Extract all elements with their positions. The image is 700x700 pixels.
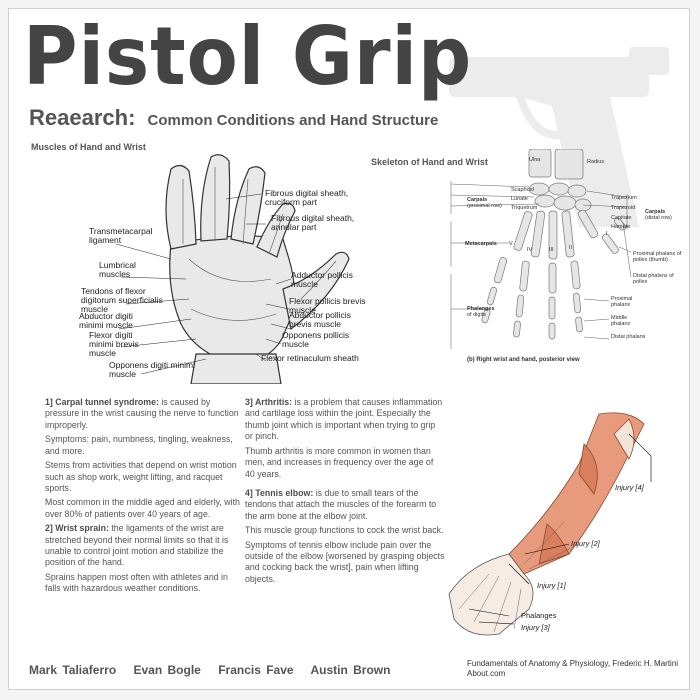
label-scaphoid: Scaphoid: [511, 187, 534, 193]
label-transmetacarpal: Transmetacarpal ligament: [89, 226, 153, 245]
author-name: Francis Fave: [218, 663, 294, 677]
condition-wrist-sprain: 2] Wrist sprain: the ligaments of the wr…: [45, 523, 229, 568]
label-carpals-distal: Carpals(distal row): [645, 209, 672, 222]
credit-line-1: Fundamentals of Anatomy & Physiology, Fr…: [467, 659, 679, 668]
label-opponens-digiti: Opponens digiti minimi muscle: [109, 360, 195, 379]
label-capitate: Capitate: [611, 215, 632, 221]
conditions-column-1: 1] Carpal tunnel syndrome: is caused by …: [45, 397, 245, 598]
hand-skeleton-illustration: [450, 149, 632, 349]
label-ulna: Ulna: [529, 157, 541, 163]
label-trapezoid: Trapezoid: [611, 205, 636, 211]
label-radius: Radius: [587, 159, 605, 165]
authors: Mark Taliaferro Evan Bogle Francis Fave …: [29, 663, 402, 677]
label-metacarpals: Metacarpals: [465, 241, 497, 247]
label-tendons: Tendons of flexor digitorum superficiali…: [81, 286, 163, 314]
subtitle-lead: Reaearch:: [29, 105, 136, 130]
label-phalanges: Phalanges: [521, 611, 557, 620]
label-lunate: Lunate: [511, 196, 528, 202]
label-abductor-digiti: Abductor digiti minimi muscle: [79, 311, 133, 330]
carpal-common: Most common in the middle aged and elder…: [45, 497, 240, 519]
tennis-symptoms: Symptoms of tennis elbow include pain ov…: [245, 539, 445, 584]
condition-tennis-elbow: 4] Tennis elbow: is due to small tears o…: [245, 487, 437, 521]
forearm-illustration: [448, 412, 652, 636]
label-carpals-proximal: Carpals(proximal row): [467, 197, 502, 210]
label-roman-ii: II: [569, 245, 573, 251]
credit-line-2: About.com: [467, 669, 506, 679]
label-roman-iii: III: [549, 247, 554, 253]
label-roman-iv: IV: [527, 247, 533, 253]
label-distal-phalanx: Distal phalanx: [611, 334, 646, 340]
author-name: Evan Bogle: [133, 663, 201, 677]
label-opponens-pollicis: Opponens pollicis muscle: [282, 330, 350, 349]
sprain-more: Sprains happen most often with athletes …: [45, 571, 228, 594]
label-injury-3: Injury [3]: [521, 623, 550, 632]
label-hamate: Hamate: [611, 224, 631, 230]
author-name: Mark Taliaferro: [29, 663, 117, 677]
skeleton-caption: (b) Right wrist and hand, posterior view: [467, 357, 580, 363]
label-triquetrum: Triquetrum: [511, 205, 538, 211]
label-flexor-digiti: Flexor digiti minimi brevis muscle: [89, 330, 139, 358]
label-roman-i: I: [606, 231, 608, 237]
label-flexor-pollicis: Flexor pollicis brevis muscle: [289, 296, 366, 315]
label-injury-4: Injury [4]: [615, 483, 644, 492]
conditions-column-2: 3] Arthritis: is a problem that causes i…: [245, 397, 445, 588]
label-flexor-retinaculum: Flexor retinaculum sheath: [261, 353, 359, 363]
label-adductor-pollicis: Adductor pollicis muscle: [291, 270, 353, 289]
carpal-stems: Stems from activities that depend on wri…: [45, 460, 237, 493]
label-fibrous-cruciform: Fibrous digital sheath, cruciform part: [265, 188, 349, 207]
label-trapezium: Trapezium: [611, 195, 637, 201]
page-title: Pistol Grip: [23, 10, 473, 103]
label-fibrous-annular: Fibrous digital sheath, annular part: [271, 213, 355, 232]
label-proximal-phalanx: Proximal phalanx: [611, 296, 633, 309]
label-injury-2: Injury [2]: [571, 539, 600, 548]
label-injury-1: Injury [1]: [537, 581, 566, 590]
author-name: Austin Brown: [310, 663, 391, 677]
page-subtitle: Reaearch: Common Conditions and Hand Str…: [29, 105, 438, 131]
label-proximal-pollex: Proximal phalanx of pollex (thumb): [633, 251, 682, 264]
label-lumbrical: Lumbrical muscles: [99, 260, 136, 279]
source-credit: Fundamentals of Anatomy & Physiology, Fr…: [467, 659, 678, 680]
label-abductor-pollicis: Abductor pollicis brevis muscle: [289, 310, 351, 329]
label-middle-phalanx: Middle phalanx: [611, 315, 631, 328]
tennis-function: This muscle group functions to cock the …: [245, 525, 444, 536]
skeleton-figure-title: Skeleton of Hand and Wrist: [371, 157, 488, 167]
poster-frame: Pistol Grip Reaearch: Common Conditions …: [8, 8, 690, 690]
label-distal-pollex: Distal phalanx of pollex: [633, 273, 674, 286]
condition-arthritis: 3] Arthritis: is a problem that causes i…: [245, 397, 443, 442]
muscles-figure-title: Muscles of Hand and Wrist: [31, 142, 146, 152]
condition-carpal-tunnel: 1] Carpal tunnel syndrome: is caused by …: [45, 397, 239, 430]
hand-muscles-illustration: [115, 154, 350, 384]
carpal-symptoms: Symptoms: pain, numbness, tingling, weak…: [45, 434, 233, 456]
subtitle-rest: Common Conditions and Hand Structure: [147, 112, 439, 129]
arthritis-more: Thumb arthritis is more common in women …: [245, 445, 434, 479]
label-roman-v: V: [509, 241, 513, 247]
